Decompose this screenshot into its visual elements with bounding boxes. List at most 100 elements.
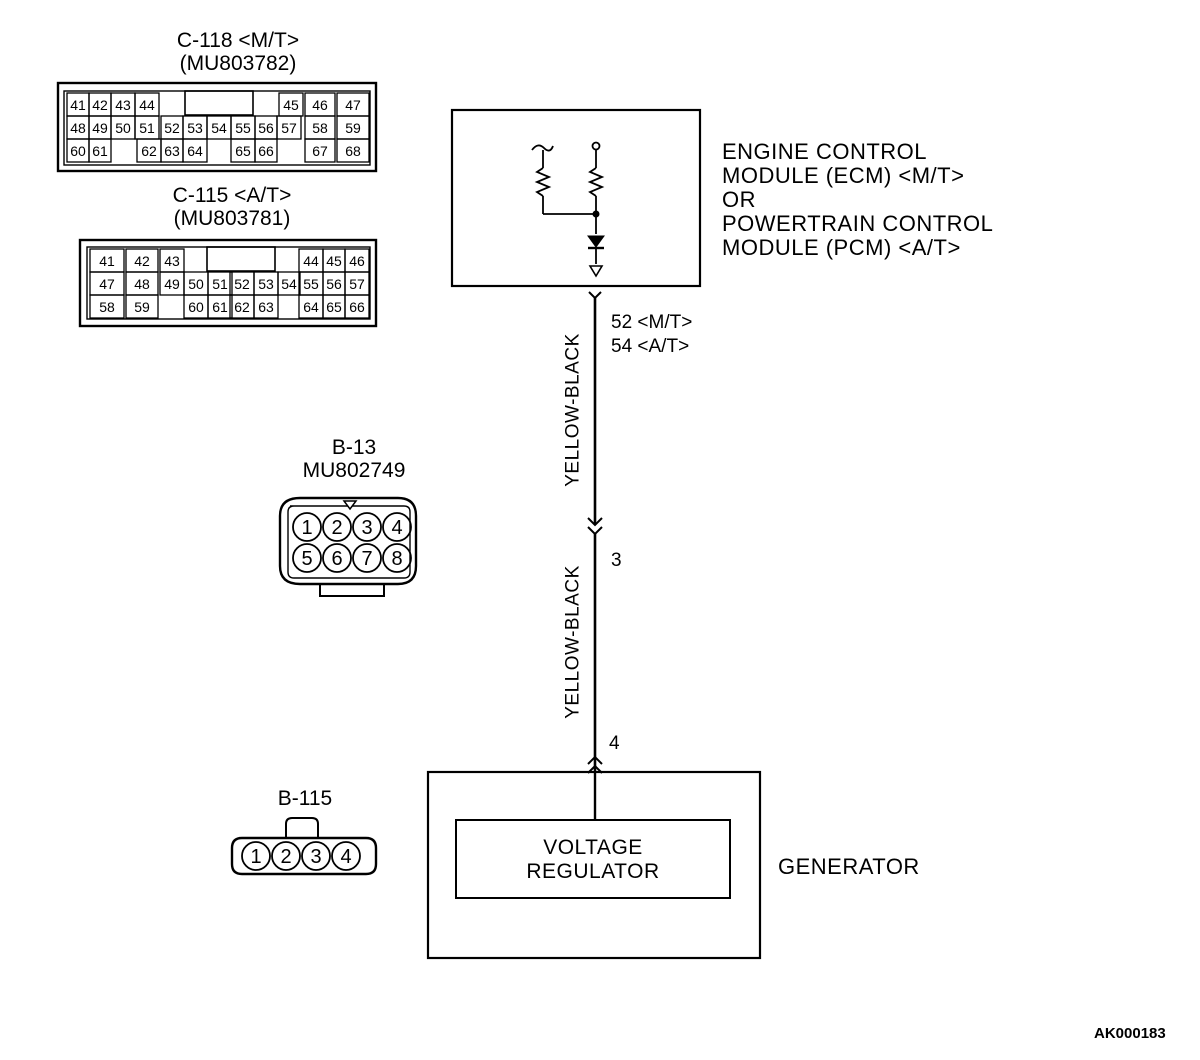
b115-pin-circle (301, 841, 331, 871)
c118-pin-label: 66 (258, 143, 274, 159)
c118-pin-label: 52 (164, 120, 180, 136)
c115-pin-label: 42 (134, 253, 150, 269)
c118-pin-label: 61 (92, 143, 108, 159)
c115-pin-label: 61 (212, 299, 228, 315)
b13-part-number: MU802749 (302, 459, 406, 482)
c115-pin-label: 50 (188, 276, 204, 292)
b13-pin-circle (322, 543, 352, 573)
ecm-label-line: MODULE (ECM) <M/T> (722, 163, 965, 188)
c115-pin-label: 53 (258, 276, 274, 292)
c115-pin-cell (344, 294, 370, 319)
c115-pin-label: 48 (134, 276, 150, 292)
c118-pin-label: 50 (115, 120, 131, 136)
b115-pin-circle (241, 841, 271, 871)
c115-pin-label: 46 (349, 253, 365, 269)
voltage-regulator-line: REGULATOR (526, 860, 660, 883)
c115-title: C-115 <A/T> (MU803781) (173, 185, 292, 229)
c115-pin-label: 62 (234, 299, 250, 315)
c118-pin-cell (88, 138, 112, 163)
b115-pin-circle (271, 841, 301, 871)
c115-pin-label: 55 (303, 276, 319, 292)
c118-pin-label: 68 (345, 143, 361, 159)
b13-pin-label: 2 (331, 517, 342, 539)
c115-pin-label: 65 (326, 299, 342, 315)
c115-pin-label: 49 (164, 276, 180, 292)
b13-pin-label: 6 (331, 548, 342, 570)
generator-box (426, 770, 762, 960)
b13-pin-label: 3 (361, 517, 372, 539)
ecm-label-line: OR (722, 187, 756, 212)
c118-pin-cell (254, 138, 278, 163)
b13-pin-label: 7 (361, 548, 372, 570)
c118-pin-label: 57 (281, 120, 297, 136)
c115-pin-label: 54 (281, 276, 297, 292)
b13-pin-label: 1 (301, 517, 312, 539)
wire-color-lower: YELLOW-BLACK (562, 565, 584, 719)
b115-pin-label: 1 (250, 846, 261, 868)
c118-pin-label: 67 (312, 143, 328, 159)
b13-pin-label: 8 (391, 548, 402, 570)
yellow-black-wire (587, 291, 603, 820)
c115-pin-label: 52 (234, 276, 250, 292)
b13-pin-circle (382, 543, 412, 573)
c118-pin-label: 46 (312, 97, 328, 113)
b13-pin-circle (322, 512, 352, 542)
c118-pin-label: 47 (345, 97, 361, 113)
ecm-label-line: MODULE (PCM) <A/T> (722, 235, 961, 260)
b115-pin-label: 3 (310, 846, 321, 868)
c115-pin-label: 45 (326, 253, 342, 269)
c115-pin-cell (125, 294, 159, 319)
c118-pin-cell (276, 115, 302, 140)
b13-pin-circle (352, 512, 382, 542)
diagram-code: AK000183 (1094, 1025, 1166, 1042)
c118-pin-label: 64 (187, 143, 203, 159)
c118-pin-label: 51 (139, 120, 155, 136)
junction-terminal: 3 (611, 550, 622, 571)
c115-pin-label: 43 (164, 253, 180, 269)
ecm-label-line: POWERTRAIN CONTROL (722, 211, 994, 236)
c115-pin-cell (207, 294, 233, 319)
c118-pin-label: 65 (235, 143, 251, 159)
c115-pin-label: 56 (326, 276, 342, 292)
b13-pin-circle (382, 512, 412, 542)
b13-pin-circle (352, 543, 382, 573)
c115-part-number: (MU803781) (173, 207, 291, 230)
ecm-box (450, 108, 702, 288)
ecm-terminal-at: 54 <A/T> (611, 336, 690, 357)
c118-pin-label: 56 (258, 120, 274, 136)
c118-pin-label: 45 (283, 97, 299, 113)
b13-title: B-13 MU802749 (303, 437, 406, 481)
c118-pin-label: 63 (164, 143, 180, 159)
c118-pin-cell (336, 138, 370, 163)
b13-pin-circle (292, 512, 322, 542)
c118-part-number: (MU803782) (179, 52, 297, 75)
wire-color-upper: YELLOW-BLACK (562, 333, 584, 487)
ecm-label-line: ENGINE CONTROL (722, 139, 928, 164)
c115-pin-label: 41 (99, 253, 115, 269)
c115-pin-label: 59 (134, 299, 150, 315)
ecm-label: ENGINE CONTROL MODULE (ECM) <M/T> OR POW… (722, 140, 993, 260)
c118-pin-label: 60 (70, 143, 86, 159)
c115-pin-label: 44 (303, 253, 319, 269)
c118-pin-label: 58 (312, 120, 328, 136)
b13-name: B-13 (331, 436, 377, 459)
c118-pin-label: 43 (115, 97, 131, 113)
voltage-regulator-line: VOLTAGE (543, 836, 643, 859)
b115-pin-label: 4 (340, 846, 351, 868)
generator-label: GENERATOR (778, 854, 920, 879)
c115-pin-label: 57 (349, 276, 365, 292)
b115-title: B-115 (278, 788, 332, 809)
c115-pin-cell (89, 294, 125, 319)
b115-name: B-115 (277, 787, 333, 810)
c115-pin-label: 66 (349, 299, 365, 315)
c118-pin-label: 42 (92, 97, 108, 113)
c118-pin-cell (304, 138, 336, 163)
c115-pin-label: 47 (99, 276, 115, 292)
c118-pin-label: 41 (70, 97, 86, 113)
b115-pin-circle (331, 841, 361, 871)
c118-pin-label: 49 (92, 120, 108, 136)
c115-pin-label: 63 (258, 299, 274, 315)
